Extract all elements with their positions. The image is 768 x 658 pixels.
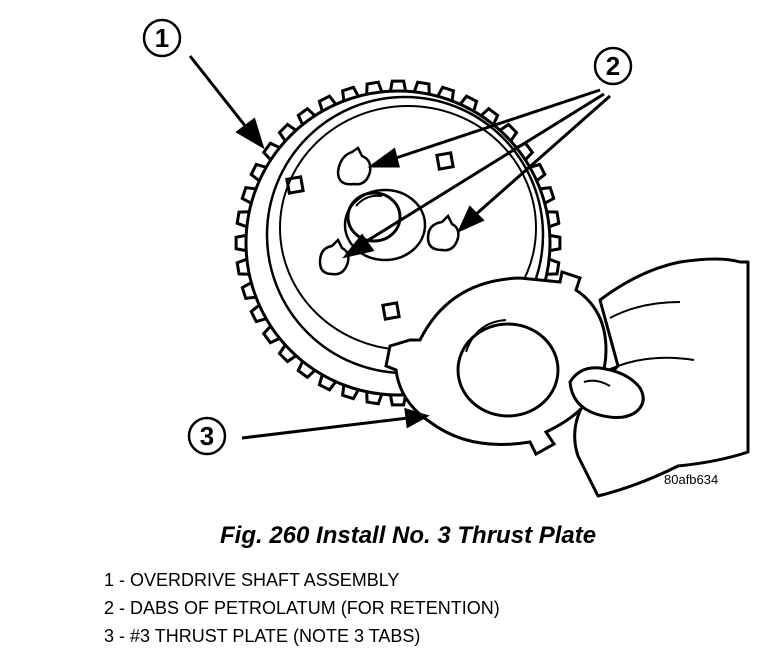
gear-tooth (277, 344, 297, 364)
gear-tooth (546, 210, 561, 229)
gear-tooth (261, 141, 281, 161)
arrow-3-head (404, 407, 430, 429)
figure-id: 80afb634 (664, 472, 719, 487)
slot-top (435, 151, 455, 171)
gear-tooth (340, 85, 360, 102)
arrow-2b-head (342, 233, 375, 259)
slot-left (285, 175, 305, 195)
hand-crease-2 (603, 356, 695, 373)
gear-tooth (261, 325, 281, 345)
petrolatum-dab-left (318, 237, 350, 276)
gear-tooth (340, 384, 360, 401)
shaft-hub (343, 188, 427, 262)
gear-tooth (388, 79, 408, 92)
legend-item-1: 1 - OVERDRIVE SHAFT ASSEMBLY (104, 570, 400, 590)
gear-tooth (277, 122, 297, 142)
gear-tooth (499, 122, 519, 142)
callout-number-2: 2 (606, 51, 620, 81)
gear-tooth (235, 257, 250, 276)
gear-tooth (549, 233, 562, 253)
gear-tooth (412, 80, 431, 95)
gear-tooth (235, 210, 250, 229)
callout-arrows (188, 55, 611, 440)
gear-tooth (240, 185, 257, 205)
gear-tooth (529, 162, 547, 182)
gear-tooth (249, 162, 267, 182)
gear-tooth (249, 304, 267, 324)
gear-tooth (296, 360, 316, 380)
arrow-2a-head (367, 147, 400, 168)
gear-tooth (436, 85, 456, 102)
arrow-2c-shaft (473, 94, 611, 218)
petrolatum-dab-top (336, 146, 372, 186)
shaft-shading (355, 194, 383, 207)
callout-circles (142, 18, 633, 456)
callout-circle-1 (142, 18, 182, 58)
gear-tooth (317, 94, 337, 112)
thumbnail (583, 379, 611, 387)
gear-tooth (546, 257, 561, 276)
figure-caption: Fig. 260 Install No. 3 Thrust Plate (220, 522, 597, 549)
callout-number-1: 1 (155, 23, 169, 53)
gear-tooth (365, 80, 384, 95)
gear-tooth (240, 281, 257, 301)
petrolatum-dabs (318, 146, 460, 276)
arrow-1-shaft (188, 55, 252, 133)
hand-crease (609, 301, 681, 319)
thumb (568, 366, 645, 419)
arrow-3-shaft (241, 416, 409, 440)
gear-tooth (480, 106, 500, 126)
arrow-2b-shaft (361, 92, 605, 246)
legend-list: 1 - OVERDRIVE SHAFT ASSEMBLY 2 - DABS OF… (104, 566, 500, 650)
petrolatum-dab-right (426, 213, 460, 252)
shaft-center (346, 191, 402, 243)
gear-tooth (296, 106, 316, 126)
gear-tooth (365, 391, 384, 406)
callout-circle-2 (593, 46, 633, 86)
arrow-2c-head (456, 205, 485, 234)
gear-tooth (388, 394, 408, 407)
slot-bottom (381, 301, 401, 321)
gear-tooth (317, 374, 337, 392)
gear-tooth (459, 94, 479, 112)
callout-number-3: 3 (200, 421, 214, 451)
arrow-1-head (235, 117, 265, 150)
thrust-plate-center-hole (456, 322, 560, 418)
legend-item-3: 3 - #3 THRUST PLATE (NOTE 3 TABS) (104, 626, 421, 646)
thrust-plate-gear-view (465, 319, 507, 353)
gear-tooth (539, 185, 556, 205)
legend-item-2: 2 - DABS OF PETROLATUM (FOR RETENTION) (104, 598, 500, 618)
figure-illustration: 1 2 3 (142, 18, 750, 498)
gear-tooth (234, 233, 247, 253)
callout-circle-3 (187, 416, 227, 456)
arrow-2a-shaft (389, 88, 601, 162)
